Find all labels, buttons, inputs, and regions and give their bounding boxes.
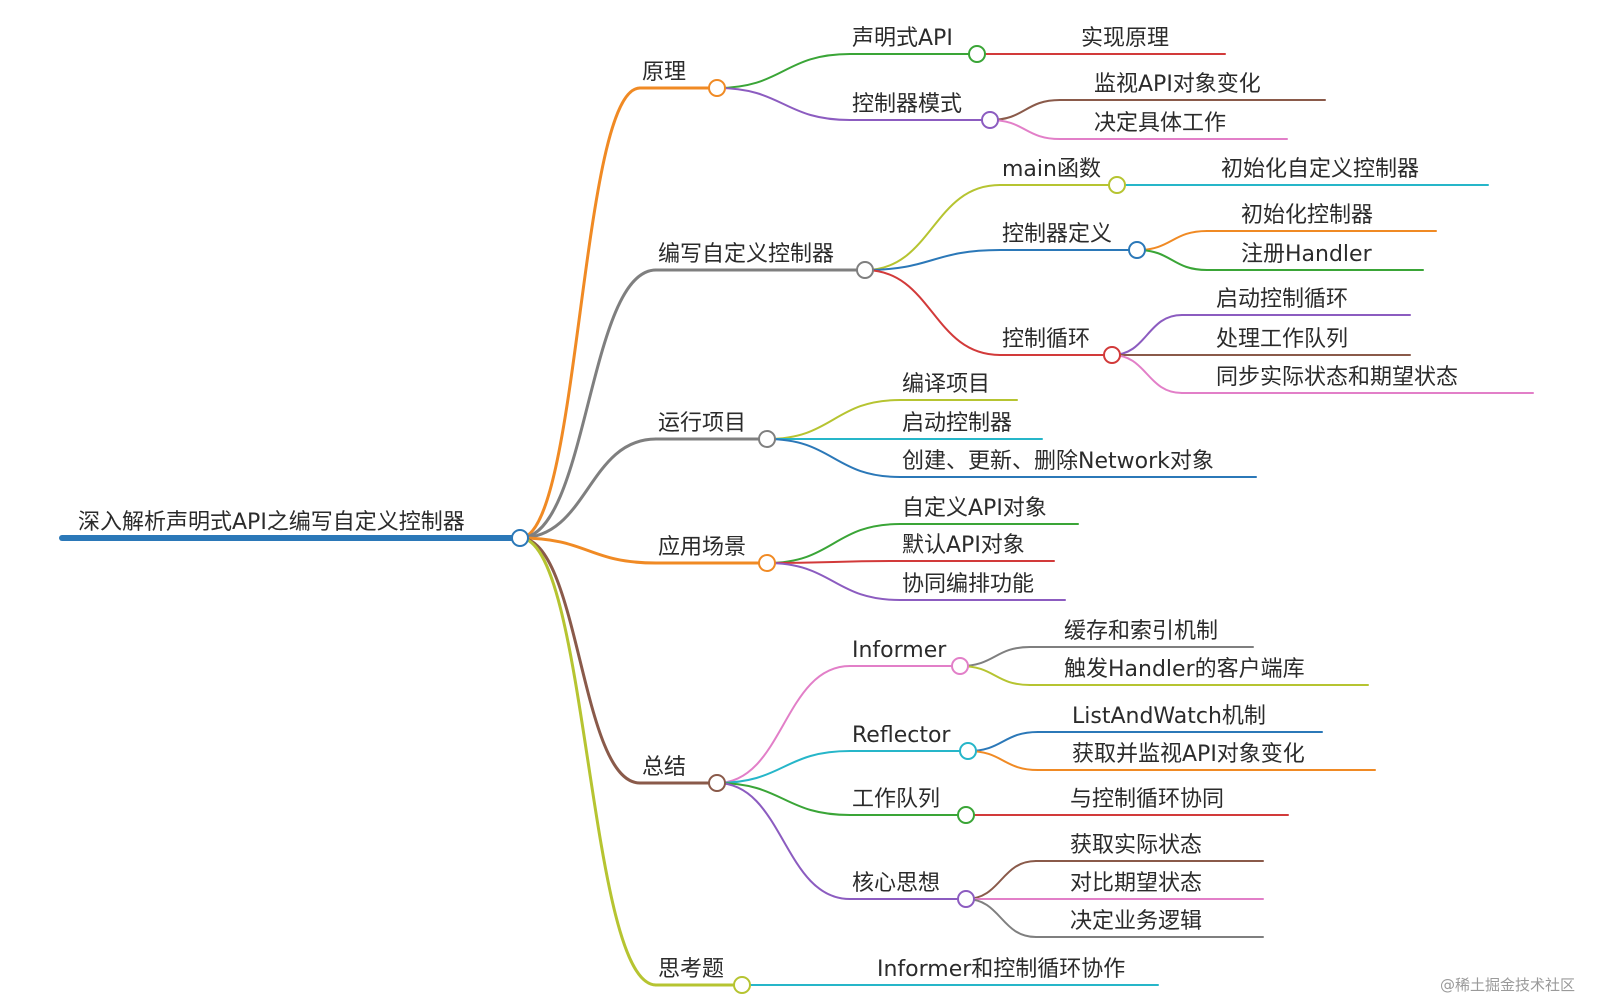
topic-label: 默认API对象 xyxy=(902,533,1025,558)
topic-node[interactable] xyxy=(959,742,977,760)
branch-connector xyxy=(519,536,657,987)
subtopic-connector xyxy=(989,119,1061,140)
subtopic-label: 注册Handler xyxy=(1241,242,1373,267)
subtopic-label: 缓存和索引机制 xyxy=(1064,619,1218,644)
topic-node[interactable] xyxy=(1108,176,1126,194)
subtopic-connector xyxy=(965,898,1037,938)
branch-node[interactable] xyxy=(708,774,726,792)
branch-connector xyxy=(519,437,657,540)
topic-label: 创建、更新、删除Network对象 xyxy=(902,449,1214,474)
subtopic-connector xyxy=(1111,314,1183,356)
subtopic-label: 实现原理 xyxy=(1081,26,1169,51)
branch-label: 总结 xyxy=(642,755,686,780)
topic-node[interactable] xyxy=(957,806,975,824)
subtopic-label: 对比期望状态 xyxy=(1070,871,1202,896)
topic-node[interactable] xyxy=(1128,241,1146,259)
subtopic-connector xyxy=(965,860,1037,900)
subtopic-connector xyxy=(959,665,1031,686)
branch-connector xyxy=(519,268,657,540)
branch-label: 应用场景 xyxy=(658,535,746,560)
topic-label: main函数 xyxy=(1002,157,1101,182)
topic-connector xyxy=(864,269,1001,356)
topic-label: 声明式API xyxy=(852,26,953,51)
topic-label: 控制器定义 xyxy=(1002,222,1112,247)
topic-connector xyxy=(766,562,901,601)
topic-label: Informer和控制循环协作 xyxy=(877,957,1125,982)
topic-connector xyxy=(766,438,901,478)
subtopic-label: 同步实际状态和期望状态 xyxy=(1216,365,1458,390)
topic-label: 协同编排功能 xyxy=(902,572,1034,597)
branch-node[interactable] xyxy=(758,554,776,572)
subtopic-label: 获取并监视API对象变化 xyxy=(1072,742,1305,767)
subtopic-label: ListAndWatch机制 xyxy=(1072,704,1266,729)
topic-connector xyxy=(716,782,851,900)
subtopic-connector xyxy=(989,99,1061,121)
topic-connector xyxy=(716,87,851,121)
subtopic-connector xyxy=(967,731,1039,752)
branch-connector xyxy=(519,86,641,540)
branch-connector xyxy=(519,536,657,565)
subtopic-label: 决定具体工作 xyxy=(1094,111,1226,136)
topic-connector xyxy=(766,560,901,564)
subtopic-label: 触发Handler的客户端库 xyxy=(1064,657,1305,682)
topic-connector xyxy=(716,53,851,89)
topic-node[interactable] xyxy=(957,890,975,908)
topic-node[interactable] xyxy=(951,657,969,675)
topic-label: 控制循环 xyxy=(1002,327,1090,352)
subtopic-label: 启动控制循环 xyxy=(1216,287,1348,312)
topic-connector xyxy=(766,523,901,564)
branch-node[interactable] xyxy=(708,79,726,97)
topic-connector xyxy=(716,665,851,784)
topic-label: Reflector xyxy=(852,723,951,748)
topic-label: 控制器模式 xyxy=(852,92,962,117)
topic-connector xyxy=(864,184,1001,271)
subtopic-label: 与控制循环协同 xyxy=(1070,787,1224,812)
topic-label: 自定义API对象 xyxy=(902,496,1047,521)
subtopic-label: 处理工作队列 xyxy=(1216,327,1348,352)
topic-label: Informer xyxy=(852,638,947,663)
root-node[interactable] xyxy=(511,529,529,547)
topic-node[interactable] xyxy=(981,111,999,129)
subtopic-connector xyxy=(1111,354,1183,394)
branch-connector xyxy=(519,536,641,785)
topic-connector xyxy=(864,249,1001,271)
subtopic-connector xyxy=(1136,230,1208,251)
topic-node[interactable] xyxy=(1103,346,1121,364)
topic-connector xyxy=(766,399,901,440)
root-node-label: 深入解析声明式API之编写自定义控制器 xyxy=(78,510,465,535)
subtopic-label: 监视API对象变化 xyxy=(1094,72,1261,97)
topic-node[interactable] xyxy=(968,45,986,63)
subtopic-connector xyxy=(959,646,1031,667)
watermark: @稀土掘金技术社区 xyxy=(1440,976,1575,994)
subtopic-label: 初始化自定义控制器 xyxy=(1221,157,1419,182)
topic-label: 启动控制器 xyxy=(902,411,1012,436)
branch-node[interactable] xyxy=(733,976,751,994)
branch-node[interactable] xyxy=(856,261,874,279)
subtopic-label: 初始化控制器 xyxy=(1241,203,1373,228)
subtopic-connector xyxy=(1136,249,1208,271)
topic-label: 编译项目 xyxy=(902,372,990,397)
topic-label: 工作队列 xyxy=(852,787,940,812)
subtopic-label: 决定业务逻辑 xyxy=(1070,909,1202,934)
branch-label: 原理 xyxy=(642,60,686,85)
topic-connector xyxy=(716,750,851,784)
subtopic-label: 获取实际状态 xyxy=(1070,833,1202,858)
branch-node[interactable] xyxy=(758,430,776,448)
branch-label: 运行项目 xyxy=(658,411,746,436)
branch-label: 编写自定义控制器 xyxy=(658,242,834,267)
topic-connector xyxy=(716,782,851,816)
branch-label: 思考题 xyxy=(658,957,724,982)
subtopic-connector xyxy=(967,750,1039,771)
topic-label: 核心思想 xyxy=(852,871,940,896)
